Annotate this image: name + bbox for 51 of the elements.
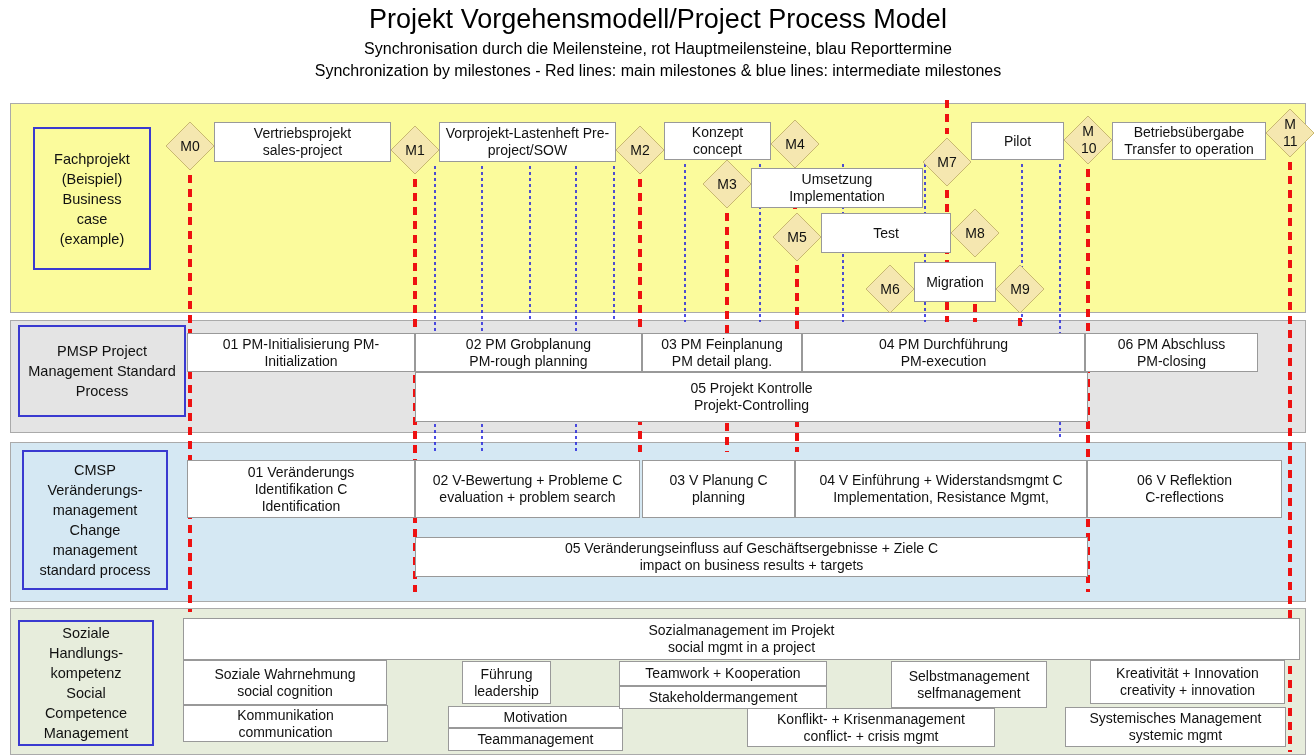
process-box: Soziale Wahrnehmung social cognition — [183, 660, 387, 705]
subtitle: Synchronisation durch die Meilensteine, rot Hauptmeilensteine, blau Reporttermine — [363, 40, 953, 58]
process-box: 05 Projekt Kontrolle Projekt-Controlling — [415, 372, 1088, 422]
process-box: 04 V Einführung + Widerstandsmgmt C Implementation, Resistance Mgmt, — [795, 460, 1087, 518]
process-box: Teamwork + Kooperation — [619, 661, 827, 686]
milestone-diamond: M0 — [166, 122, 214, 170]
phase-box: Migration — [914, 262, 996, 302]
phase-box: Betriebsübergabe Transfer to operation — [1112, 122, 1266, 160]
lane-header-box: CMSP Veränderungs-management Change management standard process — [22, 450, 168, 590]
process-box: Stakeholdermangement — [619, 686, 827, 709]
process-box: 05 Veränderungseinfluss auf Geschäftsergebnisse + Ziele C impact on business results + targets — [415, 537, 1088, 577]
milestone-diamond: M6 — [866, 265, 914, 313]
milestone-diamond: M4 — [771, 120, 819, 168]
process-box: 02 PM Grobplanung PM-rough planning — [415, 333, 642, 372]
phase-box: Pilot — [971, 122, 1064, 160]
milestone-diamond: M2 — [616, 126, 664, 174]
lane-header-box: Fachprojekt (Beispiel) Business case (example) — [33, 127, 151, 270]
milestone-diamond: M 10 — [1064, 116, 1112, 164]
lane-header-box: Soziale Handlungs-kompetenz Social Competence Management — [18, 620, 154, 746]
phase-box: Vertriebsprojekt sales-project — [214, 122, 391, 162]
milestone-diamond: M5 — [773, 213, 821, 261]
milestone-diamond: M3 — [703, 160, 751, 208]
milestone-diamond: M 11 — [1266, 109, 1314, 157]
process-box: 04 PM Durchführung PM-execution — [802, 333, 1085, 372]
process-box: Systemisches Management systemic mgmt — [1065, 707, 1286, 747]
milestone-diamond: M7 — [923, 138, 971, 186]
process-box: Selbstmanagement selfmanagement — [891, 661, 1047, 708]
process-box: 03 V Planung C planning — [642, 460, 795, 518]
process-box: 02 V-Bewertung + Probleme C evaluation + problem search — [415, 460, 640, 518]
phase-box: Umsetzung Implementation — [751, 168, 923, 208]
process-box: Führung leadership — [462, 661, 551, 704]
process-box: 01 PM-Initialisierung PM-Initialization — [187, 333, 415, 372]
phase-box: Vorprojekt-Lastenheft Pre-project/SOW — [439, 122, 616, 162]
milestone-diamond: M9 — [996, 265, 1044, 313]
process-box: Motivation — [448, 706, 623, 728]
process-box: Konflikt- + Krisenmanagement conflict- + crisis mgmt — [747, 708, 995, 747]
subtitle: Synchronization by milestones - Red lines: main milestones & blue lines: intermediate milestones — [313, 62, 1003, 80]
process-box: Kommunikation communication — [183, 705, 388, 742]
process-box: 03 PM Feinplanung PM detail plang. — [642, 333, 802, 372]
process-box: 06 PM Abschluss PM-closing — [1085, 333, 1258, 372]
process-box: 01 Veränderungs Identifikation C Identification — [187, 460, 415, 518]
phase-box: Konzept concept — [664, 122, 771, 160]
process-box: Teammanagement — [448, 728, 623, 751]
process-box: 06 V Reflektion C-reflections — [1087, 460, 1282, 518]
lane-header-box: PMSP Project Management Standard Process — [18, 325, 186, 417]
milestone-diamond: M8 — [951, 209, 999, 257]
milestone-diamond: M1 — [391, 126, 439, 174]
process-box: Kreativität + Innovation creativity + innovation — [1090, 660, 1285, 704]
diagram-title: Projekt Vorgehensmodell/Project Process Model — [368, 4, 948, 35]
phase-box: Test — [821, 213, 951, 253]
process-box: Sozialmanagement im Projekt social mgmt in a project — [183, 618, 1300, 660]
